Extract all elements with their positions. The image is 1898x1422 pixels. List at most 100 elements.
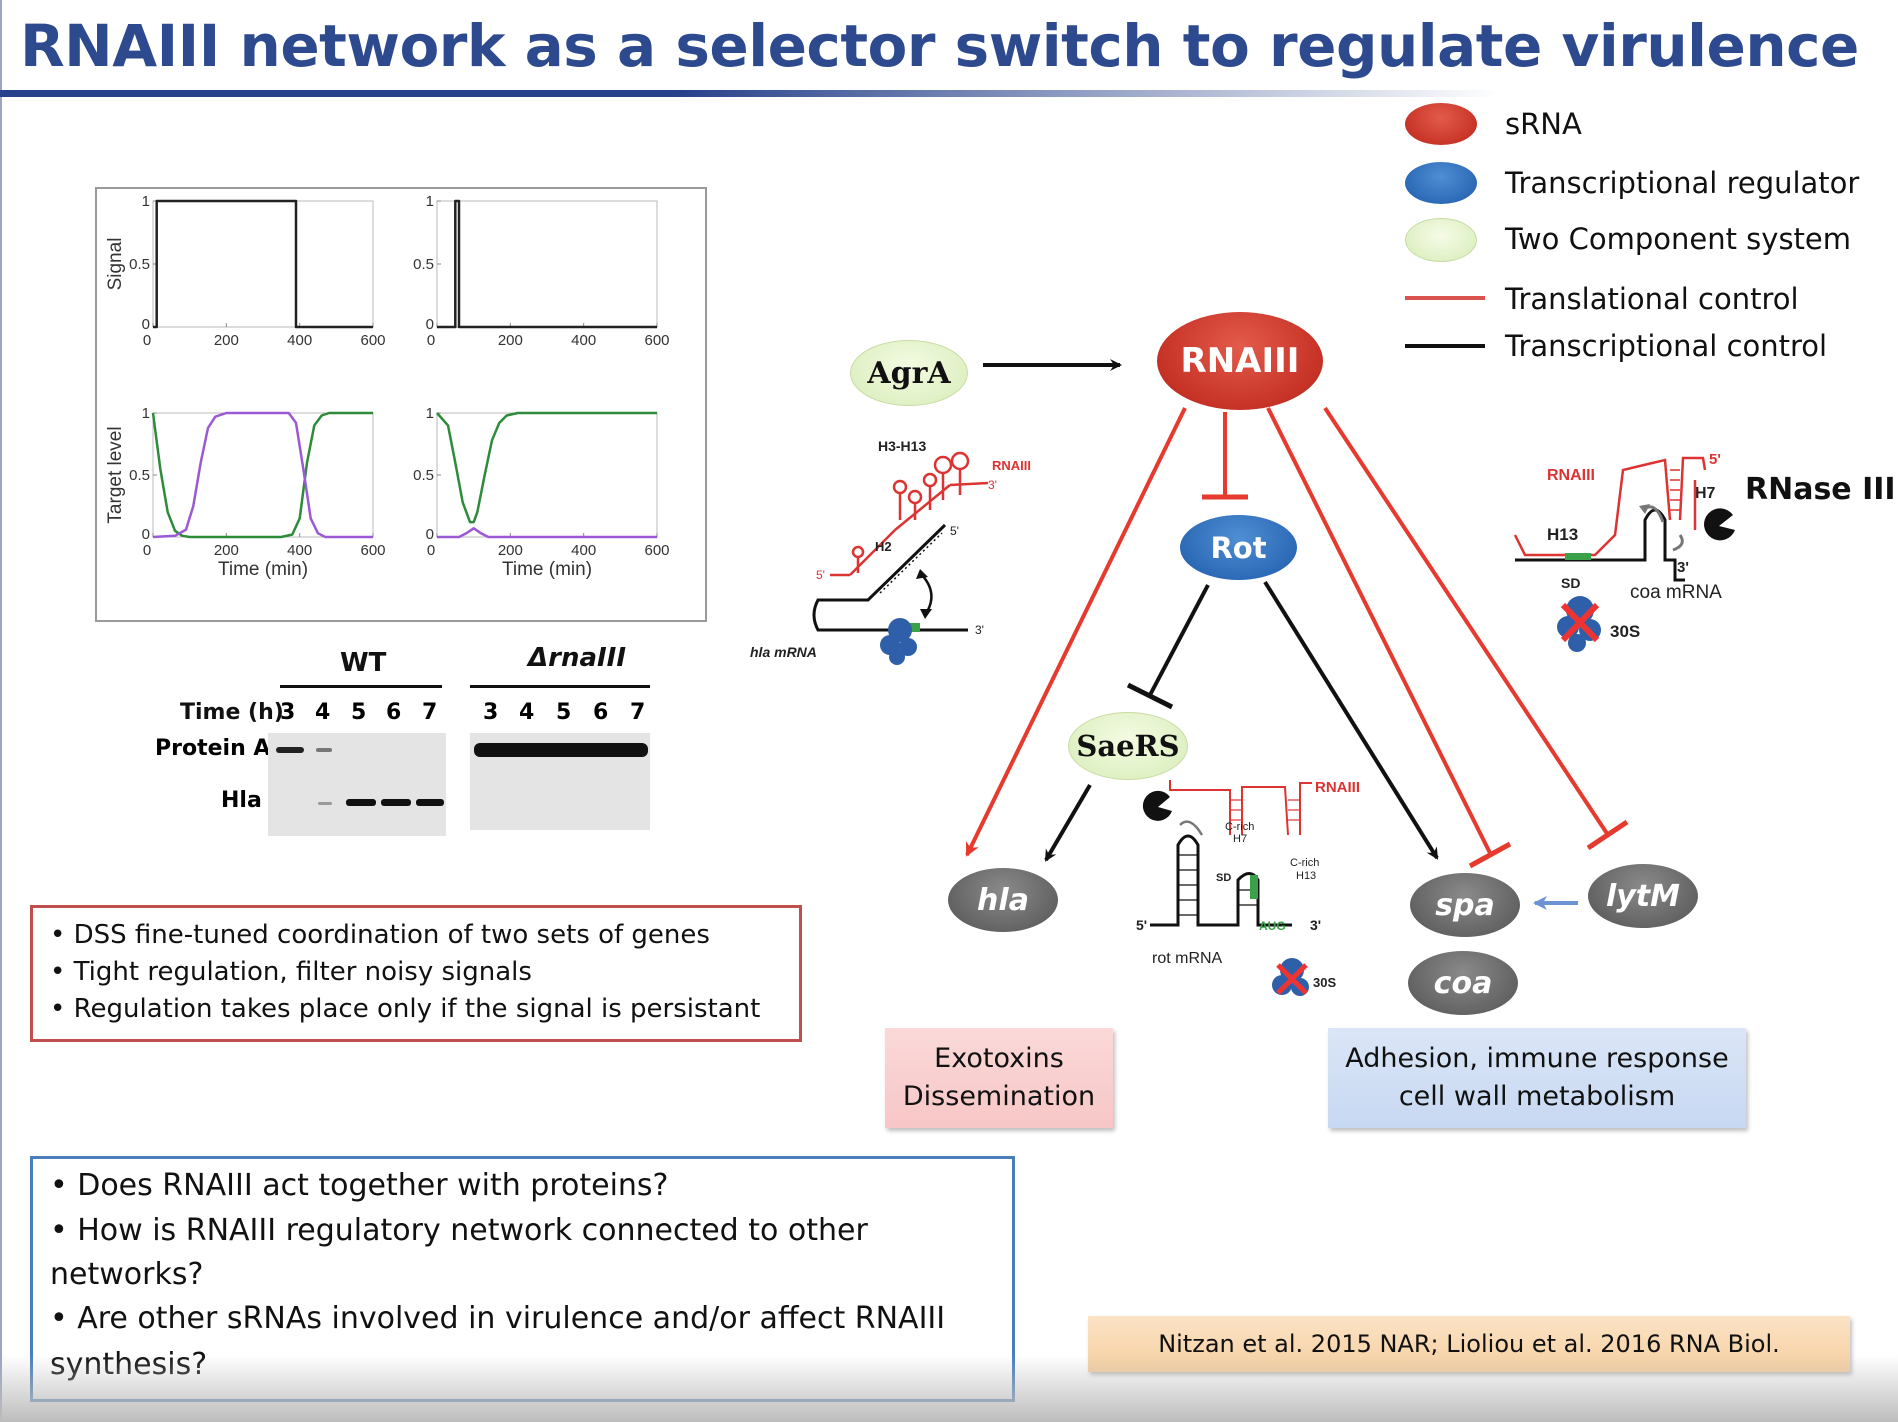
band-mut-proteina bbox=[474, 743, 648, 757]
question-1: • Does RNAIII act together with proteins… bbox=[50, 1168, 669, 1203]
node-rnaiii: RNAIII bbox=[1157, 312, 1323, 410]
label-5prime-top: 5' bbox=[950, 524, 959, 538]
mut-time-6: 6 bbox=[593, 700, 609, 725]
node-coa: coa bbox=[1408, 951, 1518, 1015]
y-tick-label: 0 bbox=[426, 316, 434, 333]
y-tick-label: 1 bbox=[426, 193, 434, 210]
node-lytm-label: lytM bbox=[1605, 878, 1681, 914]
x-tick-label: 600 bbox=[360, 332, 385, 349]
inset-rot-mrna: RNAIII C-rich H7 C-rich H13 SD 5' AUG 3'… bbox=[1136, 779, 1360, 996]
label-aug: AUG bbox=[1259, 919, 1286, 933]
series-line bbox=[152, 411, 373, 539]
node-rnaiii-label: RNAIII bbox=[1180, 341, 1300, 381]
node-hla: hla bbox=[948, 868, 1058, 932]
y-tick-label: 0.5 bbox=[129, 256, 150, 273]
label-3prime: 3' bbox=[1677, 559, 1689, 576]
band-wt-hla-4h bbox=[318, 802, 332, 805]
x-axis-label: Time (min) bbox=[218, 559, 308, 580]
node-saers-label: SaeRS bbox=[1076, 729, 1180, 763]
label-30s: 30S bbox=[1610, 622, 1640, 641]
mut-label: ΔrnaIII bbox=[528, 643, 627, 673]
y-tick-label: 1 bbox=[142, 193, 150, 210]
x-tick-label: 400 bbox=[287, 332, 312, 349]
legend-swatch-srna bbox=[1405, 103, 1477, 145]
label-h2: H2 bbox=[875, 539, 892, 554]
rnase-iii-label: RNase III bbox=[1745, 472, 1896, 507]
label-rnaiii: RNAIII bbox=[1547, 467, 1595, 484]
label-sd: SD bbox=[1216, 872, 1231, 884]
plot-frame bbox=[436, 412, 658, 538]
node-rot-label: Rot bbox=[1210, 530, 1267, 565]
mut-time-4: 4 bbox=[519, 700, 535, 725]
series-line bbox=[151, 411, 373, 539]
label-h13: H13 bbox=[1547, 525, 1578, 544]
wt-time-5: 5 bbox=[351, 700, 367, 725]
node-coa-label: coa bbox=[1433, 965, 1493, 1001]
x-tick-label: 200 bbox=[498, 332, 523, 349]
category-adhesion-line1: Adhesion, immune response bbox=[1345, 1043, 1729, 1074]
wt-time-6: 6 bbox=[386, 700, 402, 725]
edge-rot-saers bbox=[1148, 584, 1210, 696]
y-tick-label: 0.5 bbox=[413, 256, 434, 273]
legend-swatch-two-component bbox=[1405, 218, 1477, 262]
question-3: • Are other sRNAs involved in virulence … bbox=[50, 1301, 946, 1336]
slide-title: RNAIII network as a selector switch to r… bbox=[20, 12, 1859, 80]
label-3prime: 3' bbox=[1310, 917, 1321, 933]
plot-frame bbox=[152, 412, 374, 538]
inset-hla-mrna: H3-H13 RNAIII 3' H2 5' 5' 3' hla bbox=[750, 438, 1031, 665]
edge-rnaiii-spa bbox=[1266, 407, 1492, 854]
y-tick-label: 0 bbox=[426, 526, 434, 543]
plot-frame bbox=[436, 200, 658, 328]
x-tick-label: 0 bbox=[427, 332, 435, 349]
legend-swatch-translational bbox=[1405, 296, 1485, 300]
x-tick-label: 200 bbox=[498, 542, 523, 559]
legend-label: Transcriptional control bbox=[1505, 329, 1828, 363]
summary-box bbox=[30, 905, 802, 1042]
x-tick-label: 600 bbox=[360, 542, 385, 559]
x-axis-label: Time (min) bbox=[502, 559, 592, 580]
y-axis-label: Target level bbox=[105, 426, 126, 523]
mut-time-5: 5 bbox=[556, 700, 572, 725]
y-tick-label: 0 bbox=[142, 316, 150, 333]
category-adhesion-line2: cell wall metabolism bbox=[1398, 1081, 1676, 1112]
node-lytm: lytM bbox=[1588, 864, 1698, 928]
legend-swatch-transcriptional bbox=[1405, 344, 1485, 348]
label-3prime-right: 3' bbox=[975, 623, 984, 637]
band-wt-proteina-4h bbox=[316, 748, 332, 752]
label-h13: H13 bbox=[1296, 870, 1316, 882]
label-5prime: 5' bbox=[1709, 451, 1721, 468]
node-agra: AgrA bbox=[850, 340, 968, 406]
edge-rnaiii-spa-bar bbox=[1468, 841, 1512, 869]
question-2-cont: networks? bbox=[50, 1257, 204, 1292]
legend-swatch-regulator bbox=[1405, 162, 1477, 204]
y-axis-label: Signal bbox=[105, 238, 126, 291]
band-wt-hla-5h bbox=[346, 799, 376, 806]
row-label-hla: Hla bbox=[221, 788, 262, 813]
edge-rot-saers-bar bbox=[1126, 682, 1174, 710]
x-tick-label: 200 bbox=[214, 332, 239, 349]
wt-time-3: 3 bbox=[280, 700, 296, 725]
question-2: • How is RNAIII regulatory network conne… bbox=[50, 1213, 868, 1248]
label-h3h13: H3-H13 bbox=[878, 438, 926, 454]
citation-text: Nitzan et al. 2015 NAR; Lioliou et al. 2… bbox=[1158, 1330, 1780, 1358]
band-wt-hla-7h bbox=[416, 799, 444, 806]
x-tick-label: 400 bbox=[287, 542, 312, 559]
y-tick-label: 0.5 bbox=[413, 467, 434, 484]
label-30s: 30S bbox=[1313, 975, 1336, 990]
time-label: Time (h) bbox=[180, 700, 284, 725]
y-tick-label: 0.5 bbox=[129, 467, 150, 484]
node-agra-label: AgrA bbox=[867, 355, 951, 391]
legend-label: Transcriptional regulator bbox=[1505, 166, 1860, 200]
band-wt-hla-6h bbox=[381, 799, 411, 806]
label-5prime: 5' bbox=[1136, 917, 1147, 933]
x-tick-label: 600 bbox=[644, 332, 669, 349]
bottom-fade bbox=[0, 1355, 1898, 1422]
inset-coa-mrna: RNAIII 5' H7 H13 SD 3' coa mRNA 30S bbox=[1513, 451, 1735, 652]
label-coa-mrna: coa mRNA bbox=[1630, 582, 1722, 603]
label-5prime-left: 5' bbox=[816, 568, 825, 582]
series-line bbox=[437, 199, 657, 329]
label-rnaiii: RNAIII bbox=[1315, 779, 1360, 796]
y-tick-label: 0 bbox=[142, 526, 150, 543]
